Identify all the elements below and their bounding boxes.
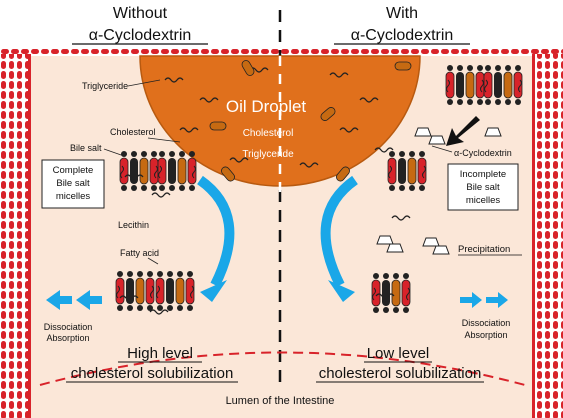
complete-box-line2: Bile salt bbox=[56, 178, 90, 189]
incomplete-box-line2: Bile salt bbox=[466, 182, 500, 193]
right-villi bbox=[533, 54, 563, 418]
low-level-1: Low level bbox=[367, 345, 430, 362]
complete-box-line1: Complete bbox=[53, 165, 94, 176]
droplet-title: Oil Droplet bbox=[226, 97, 307, 116]
high-level-1: High level bbox=[127, 345, 193, 362]
incomplete-box-line3: micelles bbox=[466, 195, 501, 206]
complete-box-line3: micelles bbox=[56, 191, 91, 202]
label-bile-salt: Bile salt bbox=[70, 143, 102, 153]
label-lecithin: Lecithin bbox=[118, 220, 149, 230]
label-triglyceride: Triglyceride bbox=[82, 81, 128, 91]
incomplete-box bbox=[447, 163, 519, 211]
droplet-line1: Cholesterol bbox=[243, 128, 294, 139]
label-cholesterol: Cholesterol bbox=[110, 127, 156, 137]
label-cyclodextrin: α-Cyclodextrin bbox=[454, 148, 512, 158]
arrow-left-dissociation bbox=[46, 290, 72, 310]
arrow-left-curve bbox=[197, 175, 235, 288]
high-level-2: cholesterol solubilization bbox=[71, 365, 234, 382]
label-fatty-acid: Fatty acid bbox=[120, 248, 159, 258]
arrow-right-curve bbox=[320, 175, 358, 288]
header-left-1: Without bbox=[113, 5, 168, 22]
label-precipitation: Precipitation bbox=[458, 244, 510, 255]
incomplete-box-line1: Incomplete bbox=[460, 169, 506, 180]
top-villi bbox=[0, 46, 563, 56]
dissociation-left-2: Absorption bbox=[46, 333, 89, 343]
arrow-black-cd bbox=[446, 116, 480, 146]
arrow-right-dissociation bbox=[460, 292, 482, 308]
lumen-arc bbox=[39, 351, 526, 386]
complete-box bbox=[41, 159, 105, 209]
dissociation-right-2: Absorption bbox=[464, 330, 507, 340]
label-lumen: Lumen of the Intestine bbox=[226, 395, 335, 407]
dissociation-left-1: Dissociation bbox=[44, 322, 93, 332]
header-right-1: With bbox=[386, 5, 418, 22]
oil-droplet bbox=[139, 55, 421, 187]
header-left-2: α-Cyclodextrin bbox=[89, 27, 192, 44]
dissociation-right-1: Dissociation bbox=[462, 318, 511, 328]
header-right-2: α-Cyclodextrin bbox=[351, 27, 454, 44]
left-villi bbox=[0, 54, 30, 418]
droplet-line2: Triglyceride bbox=[242, 149, 294, 160]
low-level-2: cholesterol solubilization bbox=[319, 365, 482, 382]
